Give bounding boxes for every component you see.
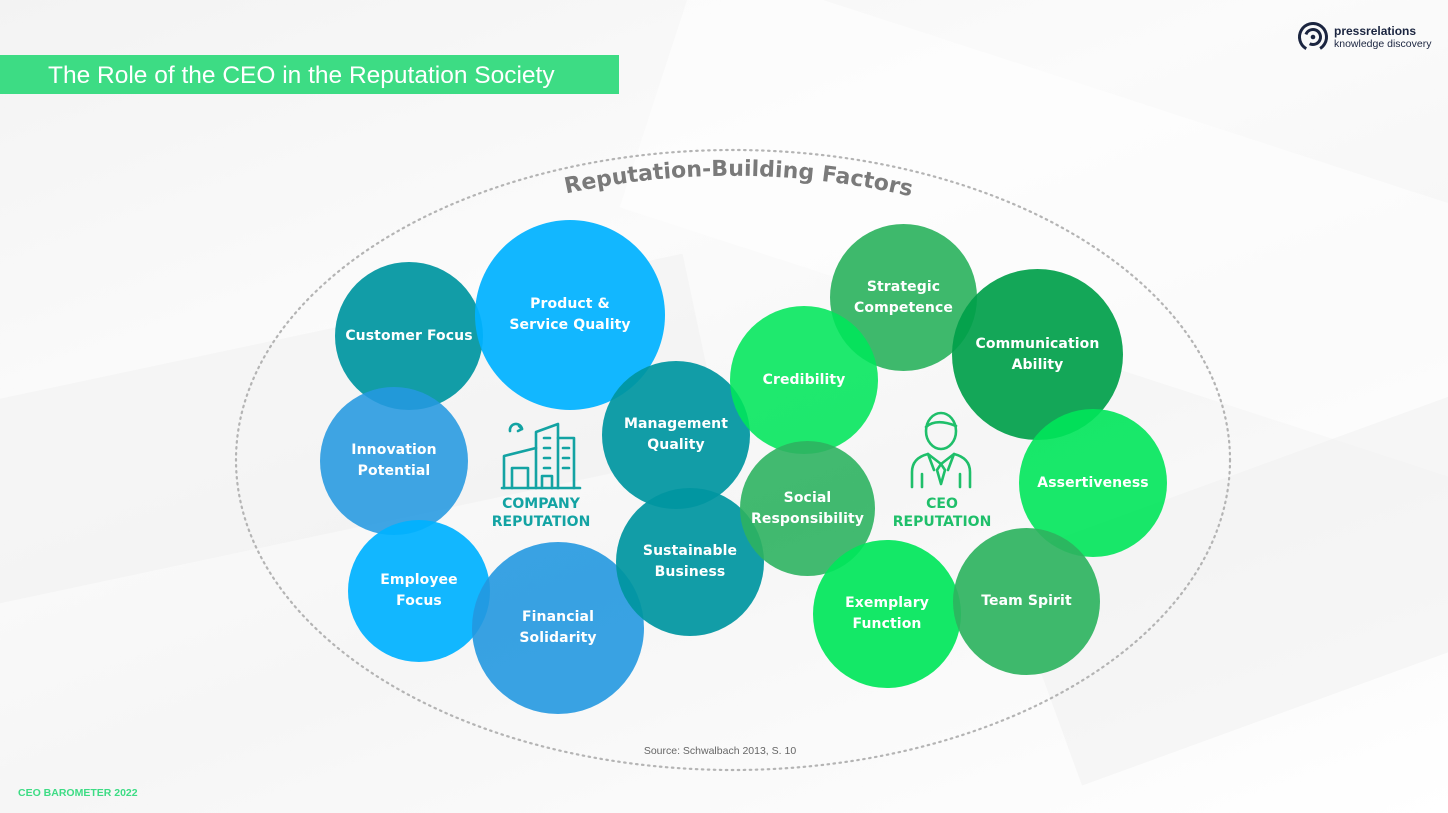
factor-label: Financial Solidarity bbox=[519, 609, 597, 646]
ceo-person-icon bbox=[910, 411, 972, 489]
factor-label: Product & Service Quality bbox=[509, 296, 631, 333]
factor-innovation-potential: Innovation Potential bbox=[320, 387, 468, 535]
factor-label: Assertiveness bbox=[1037, 474, 1149, 491]
factor-label: Employee Focus bbox=[380, 572, 458, 609]
factor-label: Social Responsibility bbox=[751, 489, 864, 527]
brand-name: pressrelations bbox=[1334, 24, 1417, 38]
factor-label: Team Spirit bbox=[981, 593, 1072, 609]
page-title: The Role of the CEO in the Reputation So… bbox=[48, 62, 555, 89]
factor-credibility: Credibility bbox=[730, 306, 878, 454]
pressrelations-logo-icon bbox=[1298, 22, 1328, 52]
factor-label: Customer Focus bbox=[345, 327, 473, 344]
factor-exemplary-function: Exemplary Function bbox=[813, 540, 961, 688]
factor-employee-focus: Employee Focus bbox=[348, 520, 490, 662]
factor-management-quality: Management Quality bbox=[602, 361, 750, 509]
factor-label: Sustainable Business bbox=[642, 543, 738, 580]
outer-ellipse bbox=[234, 148, 1232, 772]
factor-label: Management Quality bbox=[623, 416, 729, 453]
factor-label: Communication Ability bbox=[975, 335, 1100, 373]
factor-sustainable-business: Sustainable Business bbox=[616, 488, 764, 636]
company-reputation-label: COMPANY REPUTATION bbox=[491, 496, 591, 530]
factor-label: Credibility bbox=[762, 371, 846, 388]
brand-logo: pressrelations knowledge discovery bbox=[1296, 20, 1441, 54]
ceo-reputation-label: CEO REPUTATION bbox=[892, 496, 992, 530]
diagram-heading: Reputation-Building Factors bbox=[562, 157, 915, 203]
brand-tagline: knowledge discovery bbox=[1334, 38, 1432, 50]
title-bar: The Role of the CEO in the Reputation So… bbox=[0, 55, 619, 94]
factor-team-spirit: Team Spirit bbox=[953, 528, 1100, 675]
factor-financial-solidarity: Financial Solidarity bbox=[472, 542, 644, 714]
building-icon bbox=[500, 422, 582, 490]
factor-customer-focus: Customer Focus bbox=[335, 262, 483, 410]
footer-label: CEO BAROMETER 2022 bbox=[18, 787, 138, 799]
factor-label: Exemplary Function bbox=[845, 595, 929, 632]
factor-label: Innovation Potential bbox=[351, 442, 437, 479]
factor-social-responsibility: Social Responsibility bbox=[740, 441, 875, 576]
factor-label: Strategic Competence bbox=[854, 278, 953, 316]
source-citation: Source: Schwalbach 2013, S. 10 bbox=[643, 745, 797, 757]
